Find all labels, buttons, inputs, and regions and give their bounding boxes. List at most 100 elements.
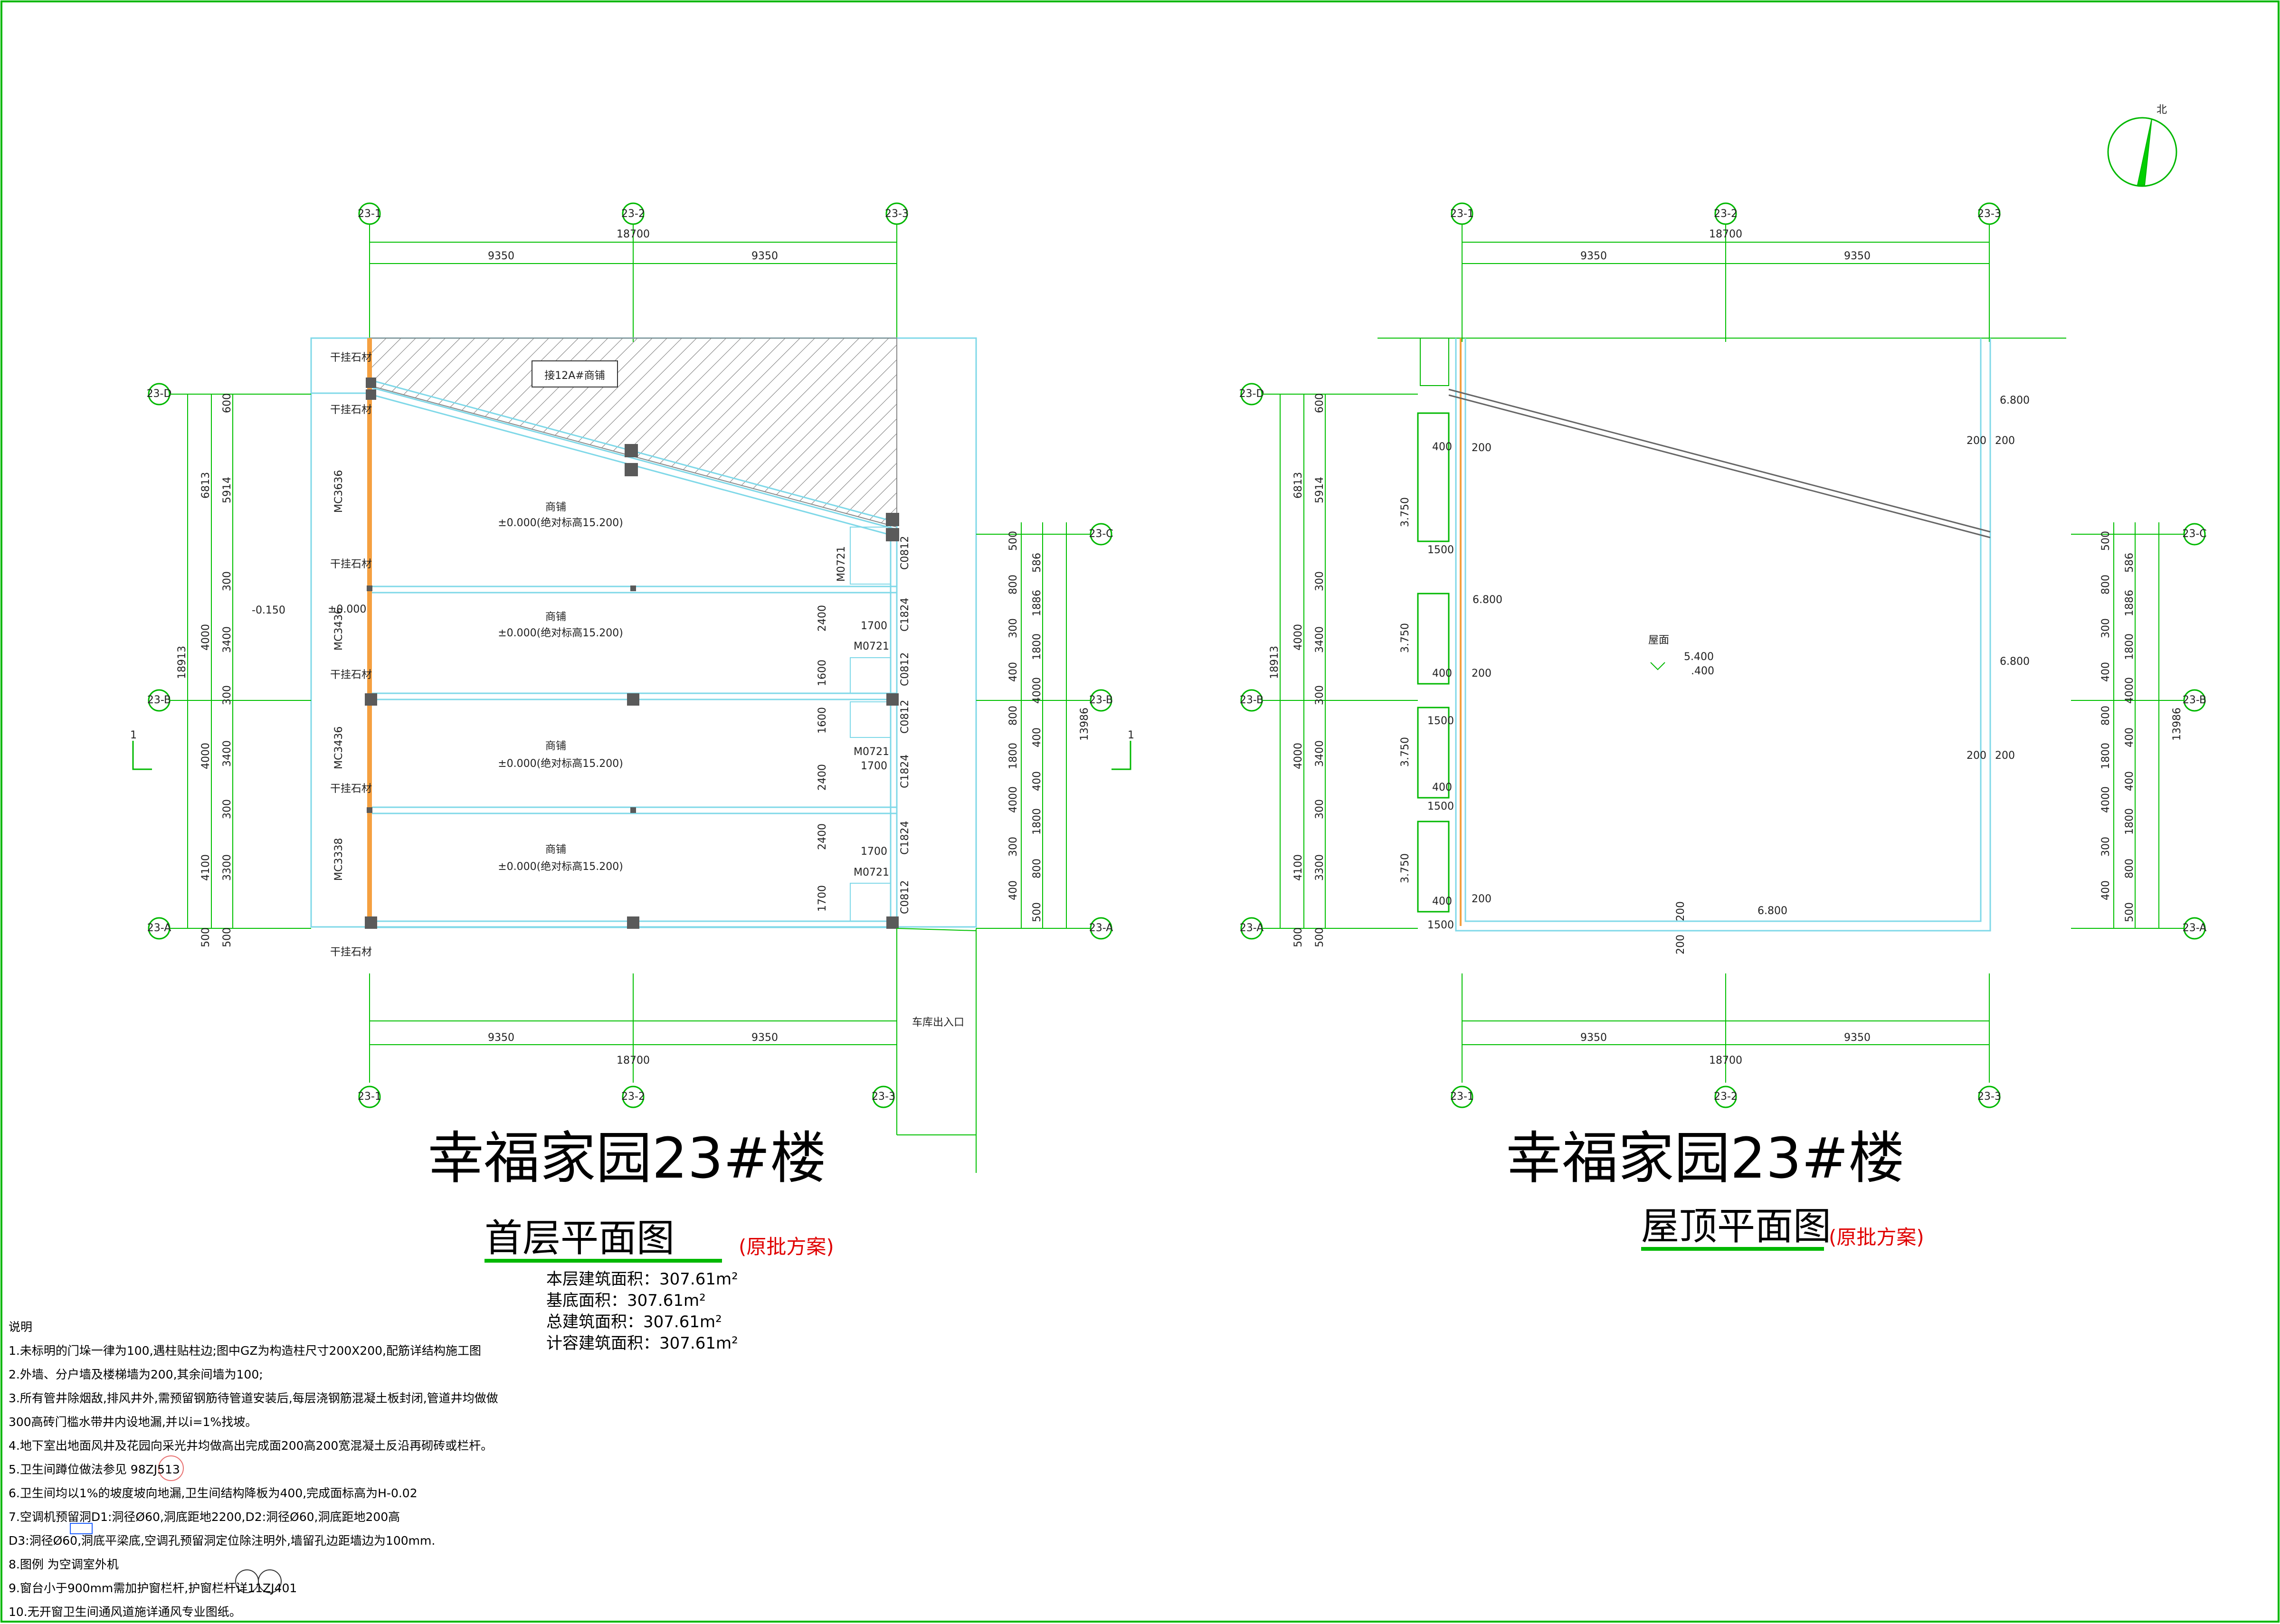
shop-label: 商铺 [545,844,566,856]
dim-right-inner: 300 [1007,618,1019,638]
stone-label: 干挂石材 [330,352,372,364]
axis-label: 23-1 [1450,1091,1474,1103]
edge-dim: 200 [1966,750,1986,762]
approval-note: (原批方案) [1829,1226,1924,1249]
window-label: C0812 [899,652,911,686]
drawing-title: 首层平面图 [484,1216,674,1260]
dim-left-inner: 300 [1314,571,1326,591]
ac-dim: 400 [1432,668,1452,680]
dim-right-inner: 4000 [2124,677,2136,704]
edge-dim: 200 [1675,901,1687,921]
toilet-door-label: M0721 [854,746,889,758]
dim-right-inner: 1800 [1031,808,1043,835]
axis-label: 23-B [1240,694,1264,706]
edge-dim: 200 [1675,935,1687,954]
door-label: MC3436 [333,727,345,769]
area-line: 本层建筑面积：307.61m² [546,1270,738,1289]
dim-right-inner: 586 [1031,553,1043,573]
roof-level: 5.400 [1684,651,1714,663]
roof-level: .400 [1691,665,1714,677]
ac-units [1417,412,1450,913]
dim-right-inner: 400 [2124,771,2136,791]
dim-left-inner: 5914 [221,477,233,503]
columns [365,378,899,929]
area-line: 基底面积：307.61m² [546,1291,706,1310]
toilet-dim: 1700 [861,846,887,858]
window-label: C0812 [899,700,911,734]
axis-label: 23-2 [621,1091,645,1103]
window-label: C0812 [899,536,911,570]
shop-level: ±0.000(绝对标高15.200) [498,758,623,770]
stamp-icon [158,1455,184,1481]
dim-right-inner: 4000 [2100,786,2112,813]
dim-left-outer: 4000 [200,624,212,651]
dim-span-bottom: 9350 [488,1032,514,1044]
note-line: 8.图例 为空调室外机 [9,1558,119,1571]
roof-label: 屋面 [1648,634,1669,646]
door-label: MC3436 [333,608,345,651]
dim-span-bottom: 9350 [751,1032,778,1044]
dim-right-inner: 4000 [1007,786,1019,813]
ac-dim: 1500 [1427,715,1454,727]
north-arrow-icon: 北 [2107,104,2177,187]
building-title: 幸福家园23#楼 [1506,1125,1904,1191]
dim-right-inner: 500 [2124,902,2136,922]
dim-right-inner: 1800 [1007,743,1019,769]
ac-dim: 400 [1432,441,1452,453]
window-label: C0812 [899,880,911,914]
dim-right-inner: 1886 [2124,590,2136,616]
dim-left-outer: 6813 [1292,472,1304,499]
level-corridor: ±0.000 [328,604,366,615]
dim-right-inner: 400 [1031,727,1043,747]
area-line: 总建筑面积：307.61m² [546,1312,722,1331]
axis-bubbles-top-left: 23-1 23-2 23-3 [358,202,909,342]
dim-right-inner: 300 [1007,837,1019,857]
dim-right-inner: 800 [1007,706,1019,726]
ac-dim: 1500 [1427,544,1454,556]
axis-label: 23-3 [1977,1091,2001,1103]
dim-left-inner: 300 [221,685,233,705]
shop-label: 商铺 [545,501,566,513]
drawing-title: 屋顶平面图 [1641,1204,1831,1248]
edge-dim: 200 [1995,435,2015,447]
dim-span-top: 9350 [751,250,778,262]
dim-right-outer: 13986 [2171,708,2183,741]
edge-dim: 200 [1995,750,2015,762]
dim-left-inner: 300 [1314,685,1326,705]
dim-right-inner: 800 [2100,575,2112,595]
dim-left-inner: 600 [1314,393,1326,413]
parapet-level: 6.800 [1758,905,1787,917]
dim-right-inner: 500 [1007,531,1019,551]
dim-right-inner: 586 [2124,553,2136,573]
toilet-dim: 1700 [861,620,887,632]
stone-label: 干挂石材 [330,783,372,795]
ac-height: 3.750 [1399,853,1411,883]
level-outside: -0.150 [252,604,285,616]
axis-label: 23-A [1089,922,1113,934]
dim-left-inner: 500 [221,927,233,947]
adjacent-label: 接12A#商铺 [544,370,605,382]
axis-label: 23-2 [1714,208,1738,220]
dim-right-inner: 4000 [1031,677,1043,704]
note-line: 10.无开窗卫生间通风道施详通风专业图纸。 [9,1605,241,1619]
toilet-dim: 2400 [817,823,828,850]
dim-right-inner: 400 [1007,880,1019,900]
dim-left-inner: 300 [221,571,233,591]
ac-height: 3.750 [1399,623,1411,653]
dim-left-inner: 300 [221,799,233,819]
axis-label: 23-D [147,388,172,400]
ac-dim: 1500 [1427,919,1454,931]
axis-label: 23-A [2183,922,2207,934]
ac-height: 3.750 [1399,497,1411,527]
edge-dim: 200 [1966,435,1986,447]
dim-right-inner: 400 [2100,662,2112,682]
dim-right-inner-group: 5005868001886300180040040008004001800400… [2100,531,2136,922]
dim-span-bottom: 9350 [1580,1032,1607,1044]
axis-label: 23-A [1240,922,1264,934]
dim-left-inner: 3400 [221,740,233,767]
dim-right-inner: 800 [1031,859,1043,878]
general-notes: 说明 1.未标明的门垛一律为100,遇柱贴柱边;图中GZ为构造柱尺寸200X20… [9,1315,498,1624]
approval-note: (原批方案) [739,1235,834,1258]
ac-dim: 400 [1432,782,1452,793]
